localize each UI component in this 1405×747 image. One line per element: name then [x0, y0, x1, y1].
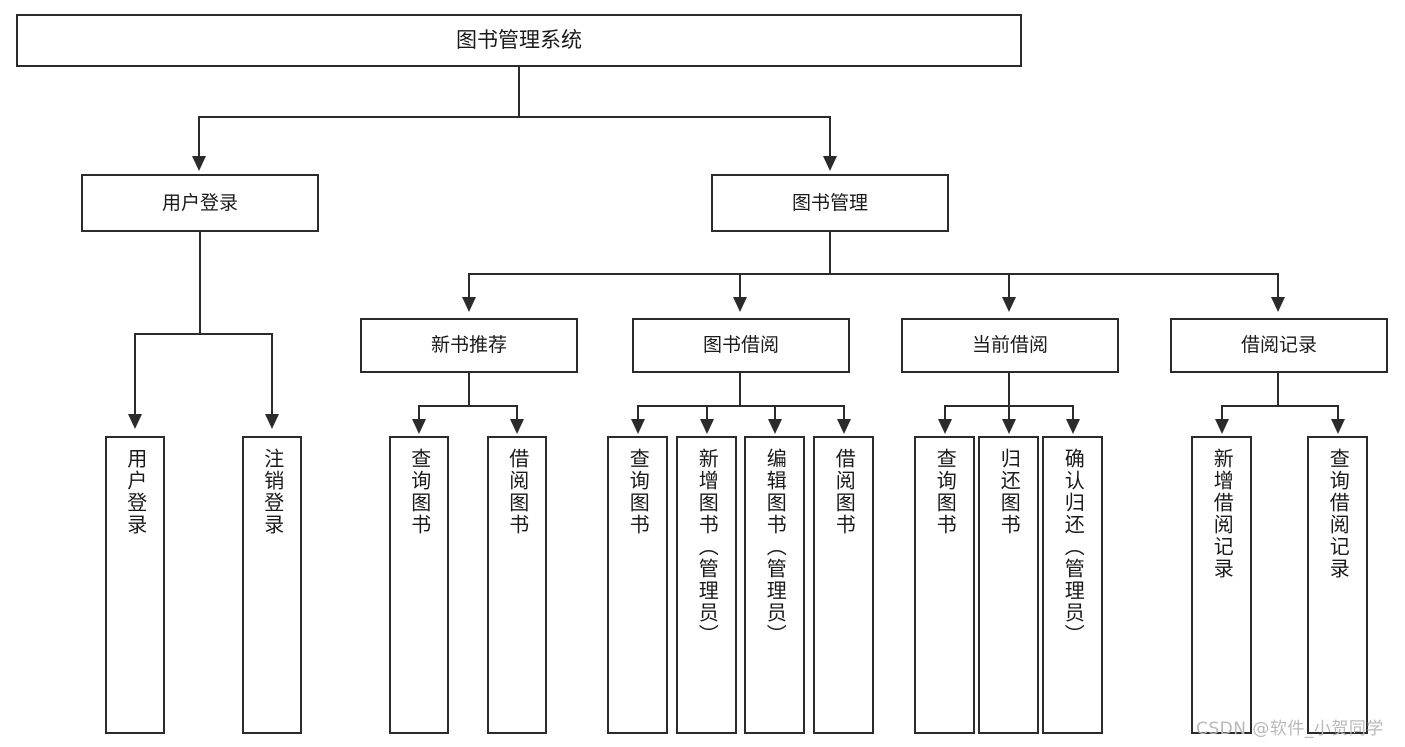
node-label: 新书推荐	[430, 334, 507, 357]
connector-new-book-to-leaf-2	[516, 405, 518, 421]
leaf-borrow-record-add-record[interactable]: 新增借阅记录	[1191, 436, 1252, 734]
arrowhead-current-borrow-leaf-2	[1002, 419, 1016, 434]
leaf-label: 查询图书	[933, 448, 958, 536]
leaf-label: 确认归还（管理员）	[1061, 448, 1086, 646]
leaf-book-borrow-add-book[interactable]: 新增图书（管理员）	[676, 436, 737, 734]
connector-book-borrow-bus	[637, 405, 844, 407]
arrowhead-current-borrow-leaf-1	[938, 419, 952, 434]
connector-current-borrow-to-leaf-2	[1008, 405, 1010, 421]
node-new-book-recommend[interactable]: 新书推荐	[360, 318, 578, 373]
node-label: 当前借阅	[971, 334, 1048, 357]
node-label: 借阅记录	[1240, 334, 1317, 357]
leaf-current-borrow-confirm-return[interactable]: 确认归还（管理员）	[1042, 436, 1103, 734]
connector-root-to-book-mgmt	[829, 116, 831, 158]
connector-new-book-bus	[418, 405, 517, 407]
node-book-borrow[interactable]: 图书借阅	[632, 318, 850, 373]
watermark-csdn: CSDN @软件_小贺同学	[1196, 719, 1384, 739]
leaf-label: 用户登录	[123, 448, 148, 536]
connector-book-borrow-to-leaf-4	[843, 405, 845, 421]
node-borrow-record[interactable]: 借阅记录	[1170, 318, 1388, 373]
leaf-user-login-login[interactable]: 用户登录	[105, 436, 165, 734]
connector-borrow-record-to-leaf-1	[1221, 405, 1223, 421]
leaf-user-login-logout[interactable]: 注销登录	[242, 436, 302, 734]
leaf-label: 借阅图书	[832, 448, 857, 536]
connector-book-borrow-to-leaf-3	[774, 405, 776, 421]
connector-book-borrow-to-leaf-2	[706, 405, 708, 421]
arrowhead-borrow-record-leaf-1	[1215, 419, 1229, 434]
connector-user-login-to-leaf-1	[134, 333, 136, 416]
connector-current-borrow-to-leaf-1	[944, 405, 946, 421]
arrowhead-book-mgmt-record	[1271, 297, 1285, 312]
connector-book-mgmt-to-borrow	[739, 273, 741, 299]
leaf-new-book-borrow-book[interactable]: 借阅图书	[487, 436, 547, 734]
arrowhead-root-to-user-login	[192, 156, 206, 171]
arrowhead-current-borrow-leaf-3	[1066, 419, 1080, 434]
connector-root-bus	[198, 116, 831, 118]
node-book-management[interactable]: 图书管理	[711, 174, 949, 232]
arrowhead-book-mgmt-new-book	[462, 297, 476, 312]
arrowhead-user-login-leaf-1	[128, 414, 142, 429]
arrowhead-user-login-leaf-2	[265, 414, 279, 429]
leaf-current-borrow-return-book[interactable]: 归还图书	[978, 436, 1039, 734]
arrowhead-book-borrow-leaf-4	[837, 419, 851, 434]
arrowhead-root-to-book-mgmt	[823, 156, 837, 171]
leaf-book-borrow-edit-book[interactable]: 编辑图书（管理员）	[744, 436, 805, 734]
connector-book-mgmt-to-current	[1008, 273, 1010, 299]
leaf-book-borrow-borrow-book[interactable]: 借阅图书	[813, 436, 874, 734]
leaf-label: 编辑图书（管理员）	[763, 448, 788, 646]
node-user-login[interactable]: 用户登录	[81, 174, 319, 232]
arrowhead-borrow-record-leaf-2	[1331, 419, 1345, 434]
connector-book-mgmt-to-record	[1277, 273, 1279, 299]
arrowhead-book-mgmt-borrow	[733, 297, 747, 312]
leaf-current-borrow-query-book[interactable]: 查询图书	[914, 436, 975, 734]
node-label: 用户登录	[161, 191, 238, 214]
arrowhead-new-book-leaf-1	[412, 419, 426, 434]
connector-borrow-record-to-leaf-2	[1337, 405, 1339, 421]
connector-book-mgmt-stem	[829, 232, 831, 274]
leaf-label: 查询借阅记录	[1326, 448, 1351, 580]
node-root-system[interactable]: 图书管理系统	[16, 14, 1022, 67]
leaf-book-borrow-query-book[interactable]: 查询图书	[607, 436, 668, 734]
leaf-borrow-record-query-record[interactable]: 查询借阅记录	[1307, 436, 1368, 734]
connector-new-book-stem	[468, 373, 470, 406]
leaf-label: 查询图书	[626, 448, 651, 536]
arrowhead-book-borrow-leaf-3	[768, 419, 782, 434]
connector-root-to-user-login	[198, 116, 200, 158]
arrowhead-book-borrow-leaf-1	[631, 419, 645, 434]
arrowhead-book-mgmt-current	[1002, 297, 1016, 312]
node-label: 图书管理系统	[456, 28, 582, 53]
leaf-label: 注销登录	[260, 448, 285, 536]
connector-current-borrow-stem	[1008, 373, 1010, 406]
leaf-label: 借阅图书	[505, 448, 530, 536]
connector-book-borrow-stem	[739, 373, 741, 406]
connector-borrow-record-stem	[1277, 373, 1279, 406]
leaf-label: 新增借阅记录	[1210, 448, 1235, 580]
node-current-borrow[interactable]: 当前借阅	[901, 318, 1119, 373]
connector-user-login-stem	[199, 232, 201, 334]
connector-new-book-to-leaf-1	[418, 405, 420, 421]
arrowhead-new-book-leaf-2	[510, 419, 524, 434]
connector-user-login-to-leaf-2	[271, 333, 273, 416]
connector-book-mgmt-bus	[468, 273, 1279, 275]
node-label: 图书借阅	[702, 334, 779, 357]
connector-root-stem	[518, 67, 520, 117]
connector-borrow-record-bus	[1221, 405, 1338, 407]
arrowhead-book-borrow-leaf-2	[700, 419, 714, 434]
leaf-label: 查询图书	[407, 448, 432, 536]
connector-current-borrow-to-leaf-3	[1072, 405, 1074, 421]
connector-book-mgmt-to-new-book	[468, 273, 470, 299]
connector-user-login-bus	[134, 333, 273, 335]
connector-book-borrow-to-leaf-1	[637, 405, 639, 421]
leaf-new-book-query-book[interactable]: 查询图书	[389, 436, 449, 734]
leaf-label: 新增图书（管理员）	[695, 448, 720, 646]
node-label: 图书管理	[791, 191, 868, 214]
leaf-label: 归还图书	[997, 448, 1022, 536]
